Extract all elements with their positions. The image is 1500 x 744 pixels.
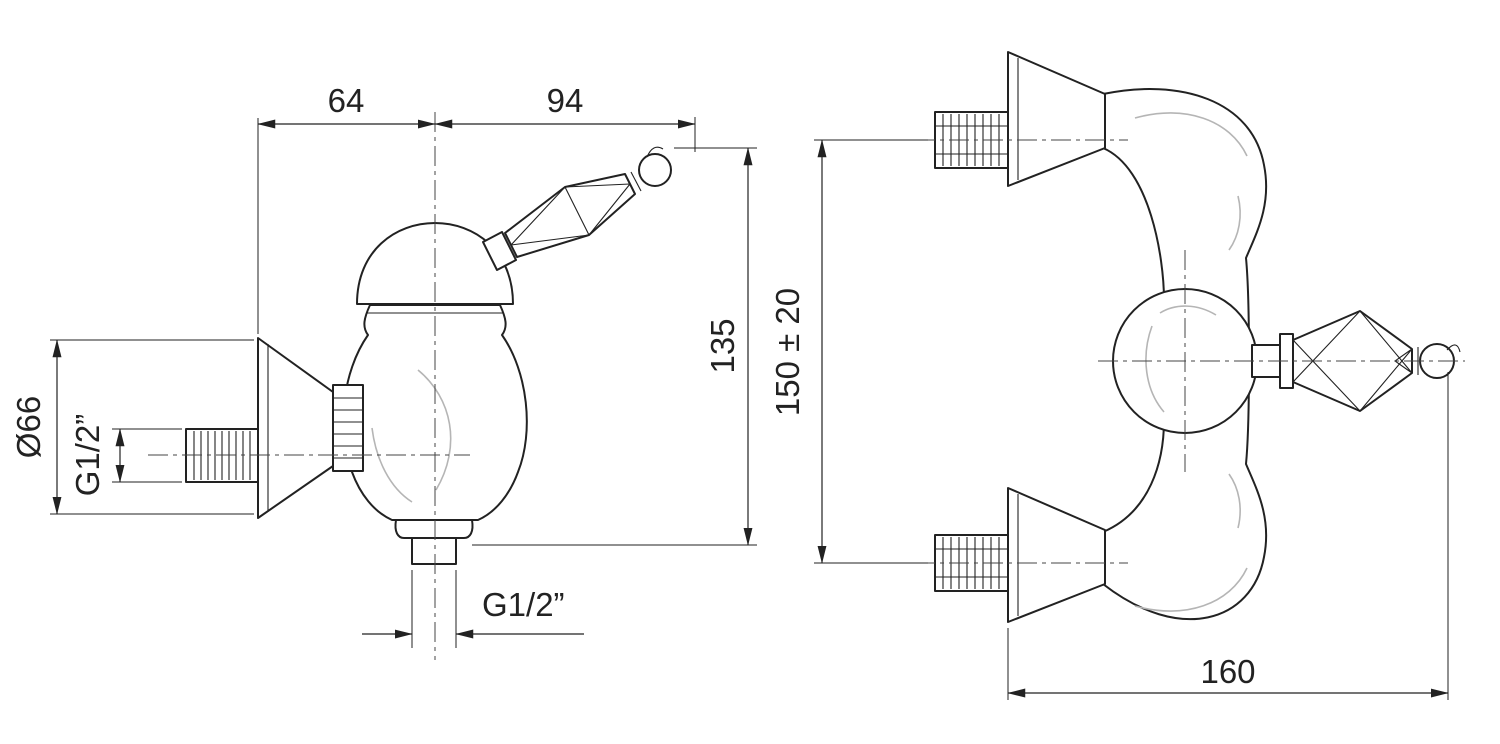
wall-flange-side bbox=[257, 337, 334, 519]
handle-socket bbox=[482, 231, 517, 271]
crystal-facets bbox=[1292, 310, 1413, 412]
handle-side bbox=[482, 146, 672, 271]
inlet-thread-label: G1/2” bbox=[69, 414, 106, 497]
bottom-inlet-thread bbox=[934, 534, 1009, 592]
mounting-nut bbox=[332, 384, 364, 472]
dimensions-front: 150 ± 20 160 bbox=[769, 139, 1449, 700]
top-wall-flange bbox=[1007, 51, 1106, 187]
dim-flange-diameter-label: Ø66 bbox=[10, 396, 47, 458]
dimensions-side: 64 94 135 Ø66 G1/2” G1/2” bbox=[10, 82, 757, 648]
centerlines-front bbox=[915, 139, 1465, 564]
outlet-side bbox=[394, 519, 474, 565]
handle-ball bbox=[638, 153, 672, 187]
dim-offset-left-label: 64 bbox=[328, 82, 365, 119]
centerlines-side bbox=[148, 112, 470, 660]
outlet-thread-label: G1/2” bbox=[482, 586, 565, 623]
dim-connection-distance-label: 150 ± 20 bbox=[769, 288, 806, 416]
front-view: 150 ± 20 160 bbox=[769, 51, 1465, 700]
dim-height-label: 135 bbox=[704, 318, 741, 373]
side-view: 64 94 135 Ø66 G1/2” G1/2” bbox=[10, 82, 757, 660]
crystal-facets bbox=[510, 183, 631, 246]
dim-offset-right-label: 94 bbox=[547, 82, 584, 119]
dim-overall-width-label: 160 bbox=[1200, 653, 1255, 690]
bottom-wall-flange bbox=[1007, 487, 1106, 623]
